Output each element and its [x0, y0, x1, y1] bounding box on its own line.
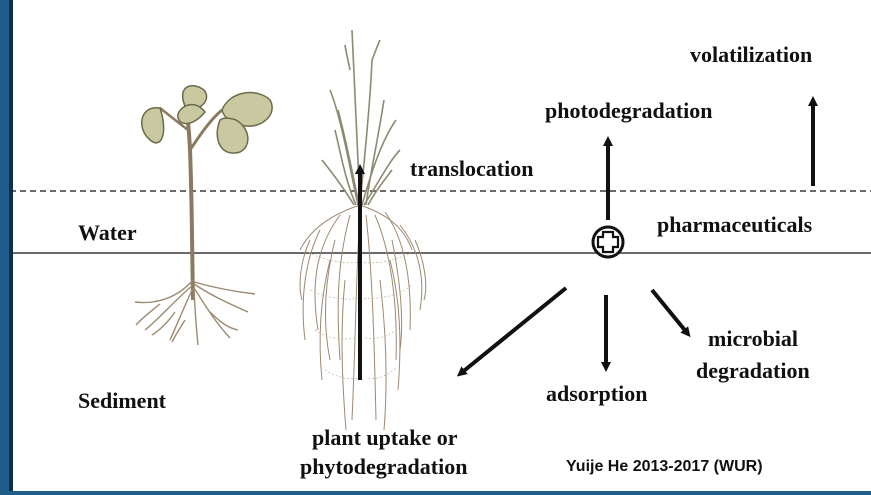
circled-cross-icon [593, 227, 623, 257]
microbial-degradation-arrow [652, 290, 688, 334]
microbial-degradation-label-line2: degradation [696, 360, 810, 382]
plant-uptake-label-line1: plant uptake or [312, 427, 457, 449]
water-label: Water [78, 222, 137, 244]
photodegradation-label: photodegradation [545, 100, 712, 122]
plant-uptake-arrow [460, 288, 566, 374]
credit-label: Yuije He 2013-2017 (WUR) [566, 459, 763, 475]
grass-plant [300, 30, 426, 430]
left-accent-bar [0, 0, 9, 495]
translocation-label: translocation [410, 158, 533, 180]
adsorption-label: adsorption [546, 383, 647, 405]
pharmaceuticals-label: pharmaceuticals [657, 214, 812, 236]
bean-plant [135, 86, 272, 345]
microbial-degradation-label-line1: microbial [708, 328, 798, 350]
plant-uptake-label-line2: phytodegradation [300, 456, 467, 478]
sediment-label: Sediment [78, 390, 166, 412]
left-accent-bar-inner [9, 0, 13, 495]
volatilization-label: volatilization [690, 44, 812, 66]
bottom-accent-line [0, 491, 871, 495]
